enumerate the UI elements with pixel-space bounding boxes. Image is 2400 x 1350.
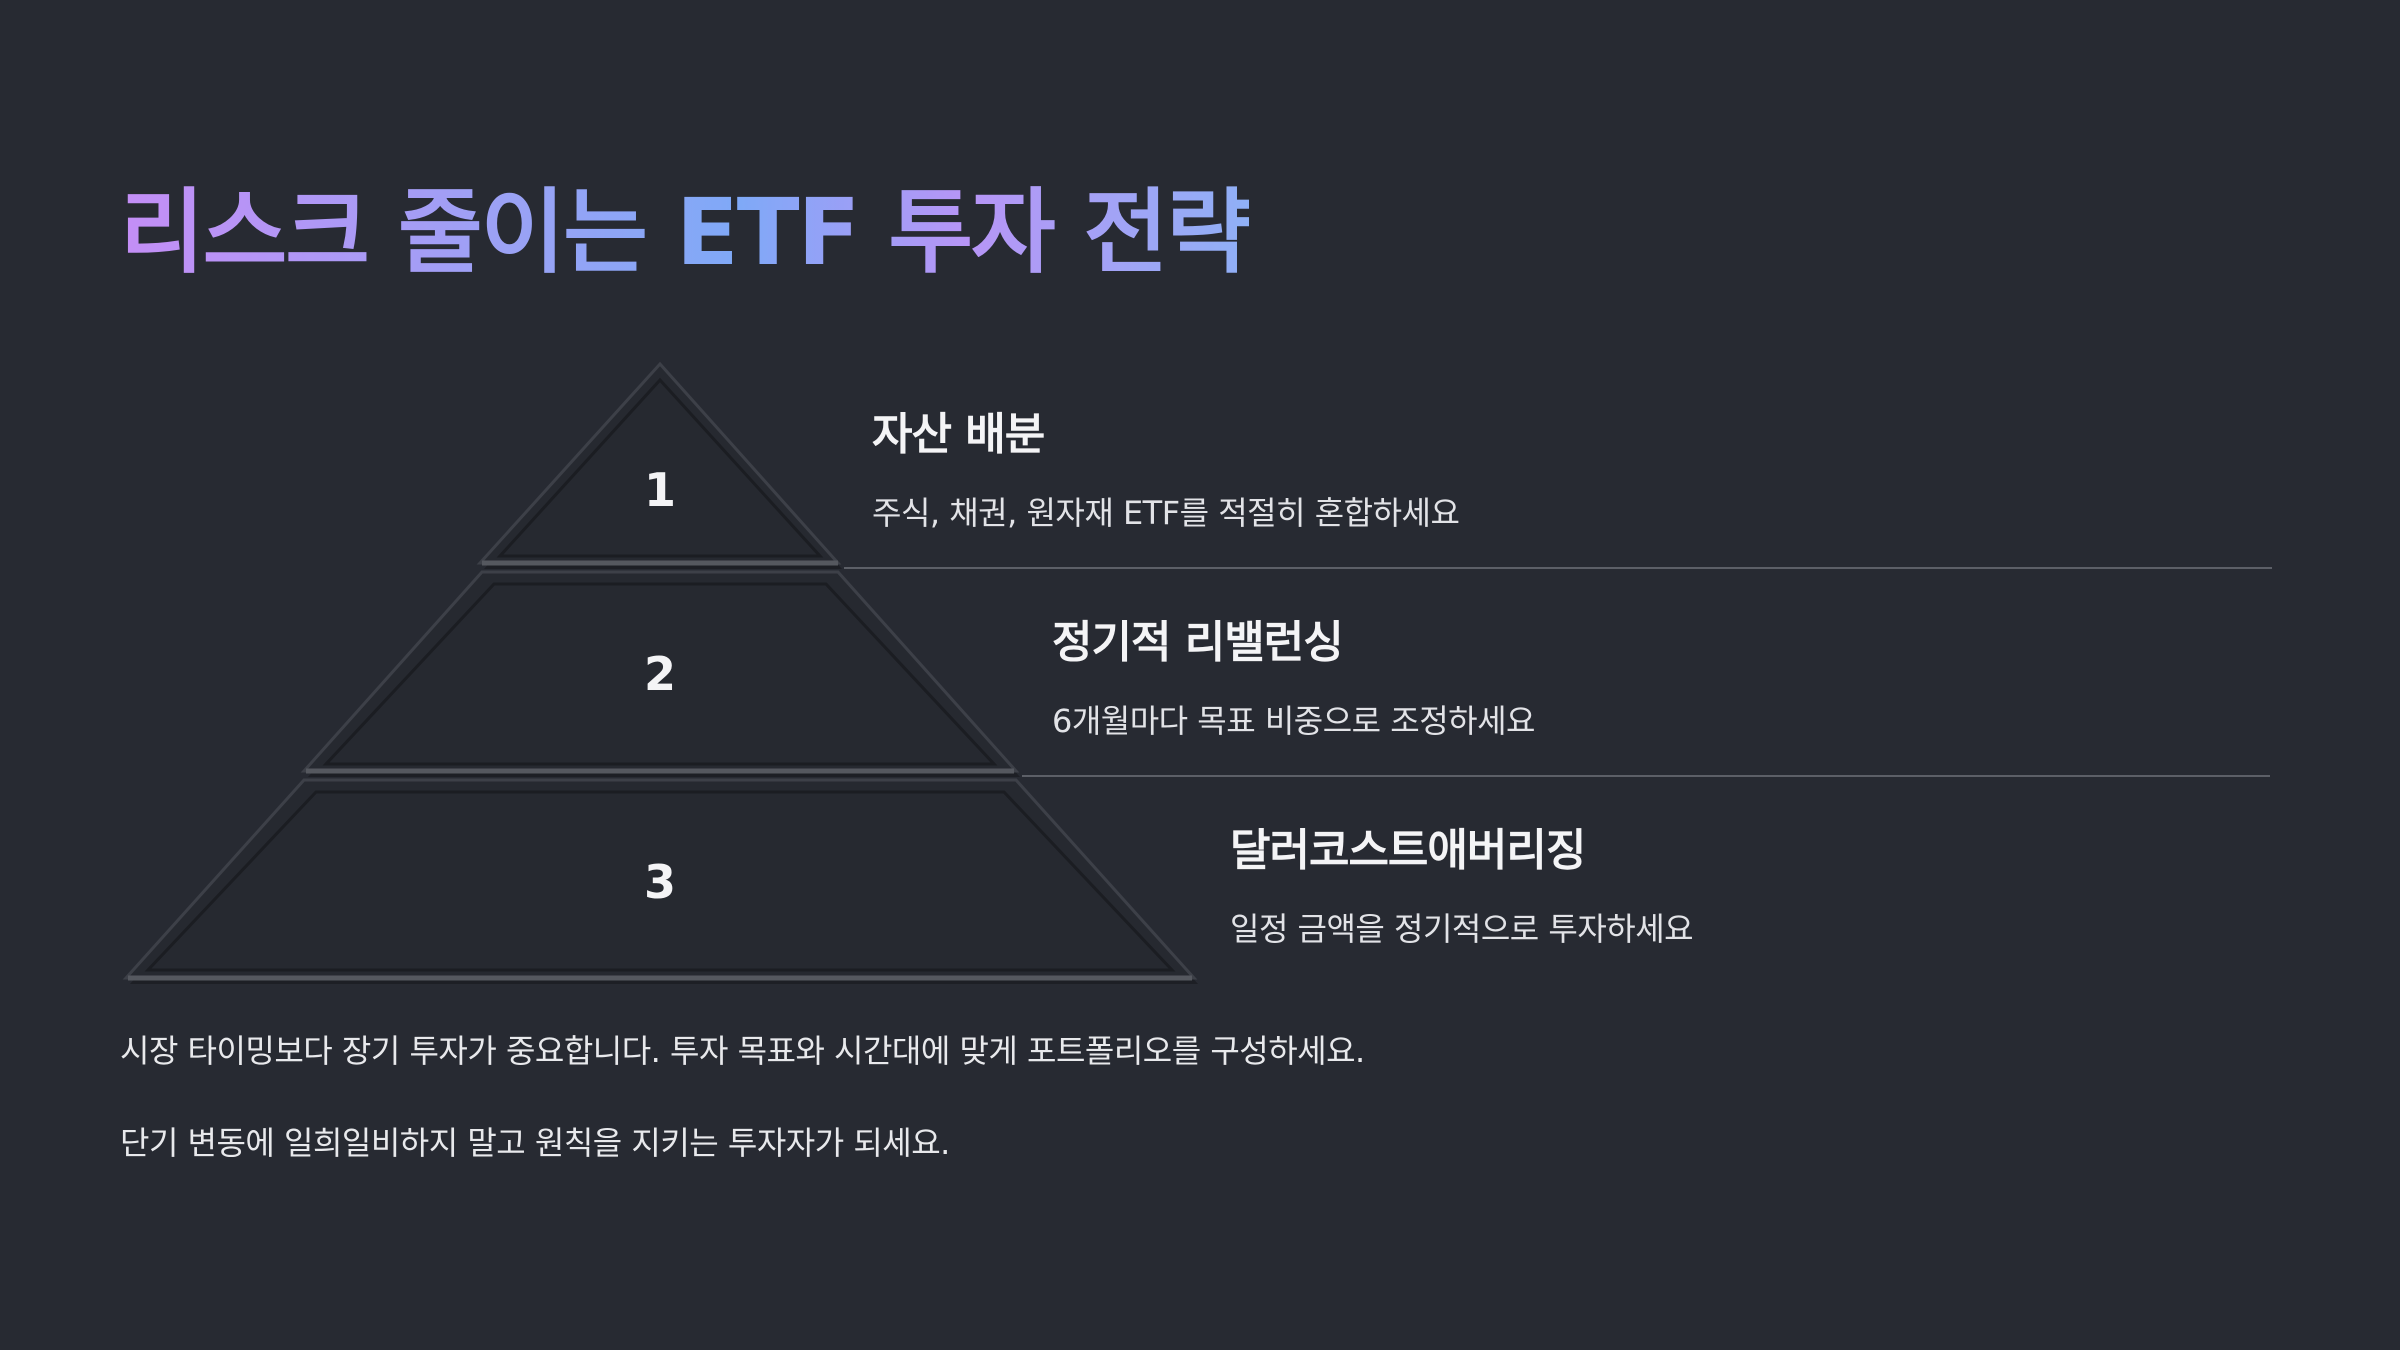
footer-line-2: 단기 변동에 일희일비하지 말고 원칙을 지키는 투자자가 되세요.: [120, 1124, 950, 1162]
divider-1: [844, 567, 2272, 569]
step-2: 정기적 리밸런싱 6개월마다 목표 비중으로 조정하세요: [1052, 606, 1535, 742]
step-1: 자산 배분 주식, 채권, 원자재 ETF를 적절히 혼합하세요: [872, 398, 1460, 534]
level-1-number: 1: [644, 463, 676, 517]
pyramid-level-3: 3: [122, 778, 1198, 984]
divider-2: [1022, 775, 2270, 777]
pyramid-level-1: 1: [476, 361, 842, 569]
footer-line-1: 시장 타이밍보다 장기 투자가 중요합니다. 투자 목표와 시간대에 맞게 포트…: [120, 1032, 1365, 1070]
level-3-number: 3: [644, 855, 676, 909]
step-1-title: 자산 배분: [872, 409, 1045, 460]
step-3: 달러코스트애버리징 일정 금액을 정기적으로 투자하세요: [1230, 814, 1694, 950]
step-2-description: 6개월마다 목표 비중으로 조정하세요: [1052, 702, 1535, 740]
step-1-description: 주식, 채권, 원자재 ETF를 적절히 혼합하세요: [872, 494, 1460, 532]
level-2-number: 2: [644, 647, 676, 701]
step-3-title: 달러코스트애버리징: [1230, 825, 1586, 876]
page-title: 리스크 줄이는 ETF 투자 전략: [120, 179, 1251, 286]
step-3-description: 일정 금액을 정기적으로 투자하세요: [1230, 910, 1694, 948]
pyramid-level-2: 2: [300, 570, 1020, 777]
step-2-title: 정기적 리밸런싱: [1052, 617, 1344, 668]
